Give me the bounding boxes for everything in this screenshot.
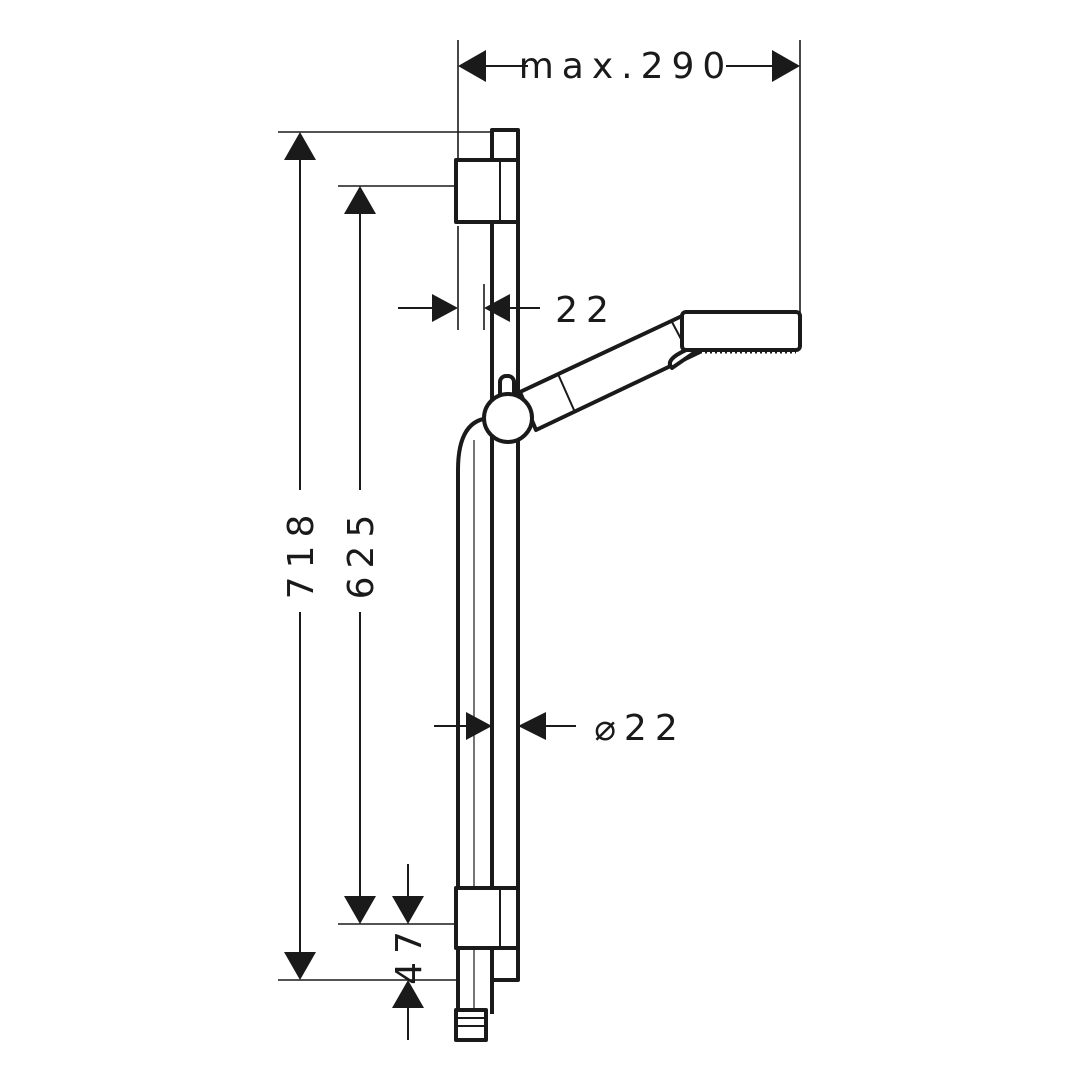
arrowhead-up xyxy=(392,980,424,1008)
slider-holder xyxy=(482,374,534,444)
rail-diameter-label: ⌀22 xyxy=(594,708,685,749)
arrowhead-up xyxy=(344,186,376,214)
hose-connector xyxy=(454,1008,488,1042)
bottom-wall-bracket xyxy=(454,886,520,950)
dimension-bracket-spacing: 625 xyxy=(341,186,382,924)
arrowhead-right xyxy=(432,294,458,322)
arrowhead-up xyxy=(284,132,316,160)
arrowhead-down xyxy=(284,952,316,980)
arrowhead-right xyxy=(772,50,800,82)
bottom-offset-label: 47 xyxy=(389,923,430,985)
dimension-total-height: 718 xyxy=(281,132,322,980)
dimension-bracket-offset: 22 xyxy=(398,290,617,331)
arrowhead-left xyxy=(458,50,486,82)
width-max-label: max.290 xyxy=(519,46,734,87)
arrowhead-down xyxy=(392,896,424,924)
dimension-width-max: max.290 xyxy=(458,46,800,87)
slide-rail xyxy=(490,128,520,982)
bracket-offset-label: 22 xyxy=(555,290,617,331)
arrowhead-left xyxy=(518,712,546,740)
arrowhead-right xyxy=(466,712,492,740)
dimension-rail-diameter: ⌀22 xyxy=(434,708,685,749)
arrowhead-down xyxy=(344,896,376,924)
arrowhead-left xyxy=(484,294,510,322)
total-height-label: 718 xyxy=(281,507,322,600)
top-wall-bracket xyxy=(454,158,520,224)
dimension-bottom-offset: 47 xyxy=(389,864,430,1040)
extension-lines xyxy=(278,40,801,981)
bracket-spacing-label: 625 xyxy=(341,507,382,600)
